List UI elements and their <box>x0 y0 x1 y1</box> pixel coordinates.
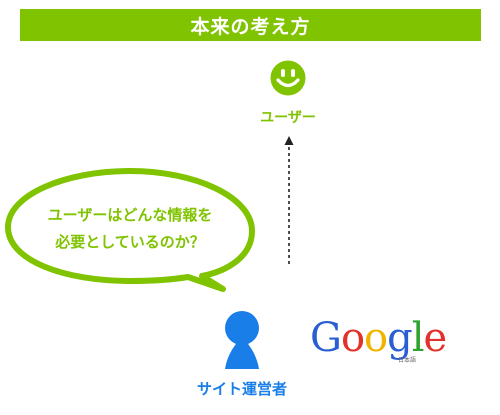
google-letter: e <box>423 315 448 361</box>
speech-bubble <box>5 168 255 292</box>
google-letter: o <box>340 315 365 361</box>
google-letter: G <box>310 315 342 361</box>
dotted-arrow <box>284 136 294 264</box>
operator-label: サイト運営者 <box>196 380 287 398</box>
smiley-icon <box>270 60 306 96</box>
user-label: ユーザー <box>260 110 316 126</box>
google-letter: g <box>387 315 413 361</box>
google-logo-subtitle: 日本語 <box>397 357 416 364</box>
bubble-text: ユーザーはどんな情報を 必要としているのか？ <box>14 202 246 256</box>
google-letter: o <box>364 315 388 361</box>
google-letter: l <box>411 315 425 361</box>
diagram-title: 本来の考え方 <box>190 15 311 38</box>
bubble-line-1: ユーザーはどんな情報を <box>47 206 213 224</box>
title-bar: 本来の考え方 <box>20 9 481 41</box>
person-icon <box>225 311 259 369</box>
bubble-line-2: 必要としているのか？ <box>55 233 205 251</box>
